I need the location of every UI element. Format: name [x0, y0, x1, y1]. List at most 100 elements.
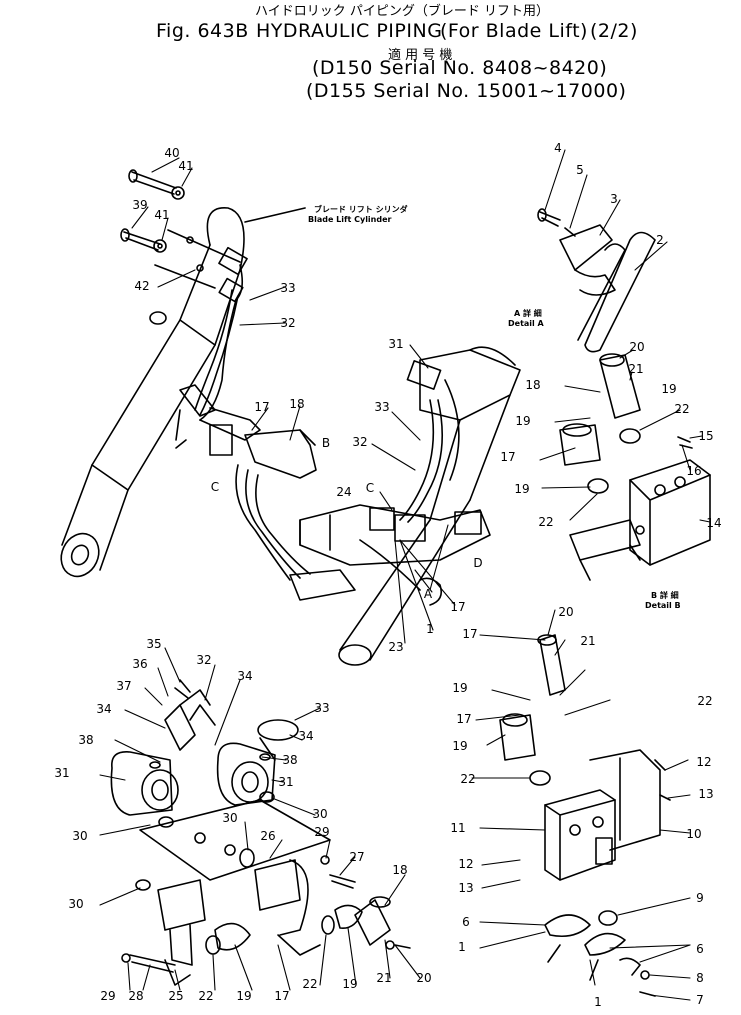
callout-17: 17 — [274, 989, 289, 1003]
callout-13: 13 — [458, 881, 473, 895]
jp-title: ハイドロリック パイピング（ブレード リフト用） — [255, 4, 550, 19]
callout-6: 6 — [696, 942, 704, 956]
callout-39: 39 — [132, 198, 147, 212]
callout-3: 3 — [610, 192, 618, 206]
figure-title: HYDRAULIC PIPING — [256, 20, 443, 42]
callout-7: 7 — [696, 993, 704, 1007]
callout-36: 36 — [132, 657, 147, 671]
cylinder-hoses — [194, 246, 248, 421]
callout-C: C — [366, 481, 374, 495]
callout-15: 15 — [698, 429, 713, 443]
callout-31: 31 — [54, 766, 69, 780]
callout-28: 28 — [128, 989, 143, 1003]
callout-31: 31 — [388, 337, 403, 351]
callout-16: 16 — [686, 464, 701, 478]
callout-27: 27 — [349, 850, 364, 864]
callout-30: 30 — [72, 829, 87, 843]
callout-22: 22 — [198, 989, 213, 1003]
callout-10: 10 — [686, 827, 701, 841]
callout-22: 22 — [674, 402, 689, 416]
callout-22: 22 — [538, 515, 553, 529]
callout-14: 14 — [706, 516, 721, 530]
callout-38: 38 — [282, 753, 297, 767]
callout-19: 19 — [515, 414, 530, 428]
callout-19: 19 — [452, 681, 467, 695]
callout-30: 30 — [312, 807, 327, 821]
callout-37: 37 — [116, 679, 131, 693]
callout-30: 30 — [68, 897, 83, 911]
callout-A: A — [424, 587, 433, 601]
callout-22: 22 — [460, 772, 475, 786]
callout-11: 11 — [450, 821, 465, 835]
left-valve-assembly — [175, 384, 317, 581]
callout-19: 19 — [452, 739, 467, 753]
callout-D: D — [473, 556, 482, 570]
callout-17: 17 — [450, 600, 465, 614]
callout-33: 33 — [374, 400, 389, 414]
detail-a-clamp — [537, 208, 656, 353]
page-indicator: (2/2) — [590, 20, 638, 42]
callout-38: 38 — [78, 733, 93, 747]
callout-26: 26 — [260, 829, 275, 843]
callout-29: 29 — [100, 989, 115, 1003]
lower-left-components — [110, 679, 411, 986]
callout-23: 23 — [388, 640, 403, 654]
callout-17: 17 — [462, 627, 477, 641]
callout-20: 20 — [629, 340, 644, 354]
callout-25: 25 — [168, 989, 183, 1003]
callout-4: 4 — [554, 141, 562, 155]
callout-32: 32 — [196, 653, 211, 667]
callout-20: 20 — [416, 971, 431, 985]
detail-a-label-en: Detail A — [508, 319, 544, 328]
callout-17: 17 — [500, 450, 515, 464]
callout-19: 19 — [342, 977, 357, 991]
callout-13: 13 — [698, 787, 713, 801]
callout-17: 17 — [456, 712, 471, 726]
detail-a-label-jp: A 詳 細 — [514, 309, 542, 318]
callout-35: 35 — [146, 637, 161, 651]
callout-9: 9 — [696, 891, 704, 905]
cylinder-label-jp: ブレード リフト シリンダ — [314, 205, 408, 214]
cylinder-label-en: Blade Lift Cylinder — [308, 215, 392, 224]
callout-1: 1 — [458, 940, 466, 954]
callout-22: 22 — [697, 694, 712, 708]
callout-34: 34 — [96, 702, 111, 716]
callout-12: 12 — [458, 857, 473, 871]
callout-B: B — [322, 436, 330, 450]
callout-19: 19 — [661, 382, 676, 396]
detail-b-label-en: Detail B — [645, 601, 681, 610]
callout-8: 8 — [696, 971, 704, 985]
center-valve-cluster — [289, 504, 491, 606]
callout-18: 18 — [525, 378, 540, 392]
callout-41: 41 — [154, 208, 169, 222]
callout-33: 33 — [280, 281, 295, 295]
figure-subtitle: (For Blade Lift) — [440, 20, 588, 42]
callout-21: 21 — [376, 971, 391, 985]
callout-5: 5 — [576, 163, 584, 177]
leader-lines — [99, 149, 711, 1001]
serial-range-d155: (D155 Serial No. 15001~17000) — [306, 80, 627, 102]
callout-C: C — [211, 480, 219, 494]
callout-31: 31 — [278, 775, 293, 789]
callout-12: 12 — [696, 755, 711, 769]
detail-b-manifold — [559, 353, 711, 581]
callout-19: 19 — [236, 989, 251, 1003]
callout-1: 1 — [426, 622, 434, 636]
blade-lift-cylinder — [60, 207, 306, 578]
serial-range-d150: (D150 Serial No. 8408~8420) — [312, 57, 608, 79]
callout-32: 32 — [280, 316, 295, 330]
callout-34: 34 — [298, 729, 313, 743]
callout-40: 40 — [164, 146, 179, 160]
callout-42: 42 — [134, 279, 149, 293]
callout-18: 18 — [289, 397, 304, 411]
callout-17: 17 — [254, 400, 269, 414]
callout-21: 21 — [580, 634, 595, 648]
callout-22: 22 — [302, 977, 317, 991]
callout-30: 30 — [222, 811, 237, 825]
callout-20: 20 — [558, 605, 573, 619]
callout-2: 2 — [656, 233, 664, 247]
detail-b-label-jp: B 詳 細 — [651, 591, 679, 600]
